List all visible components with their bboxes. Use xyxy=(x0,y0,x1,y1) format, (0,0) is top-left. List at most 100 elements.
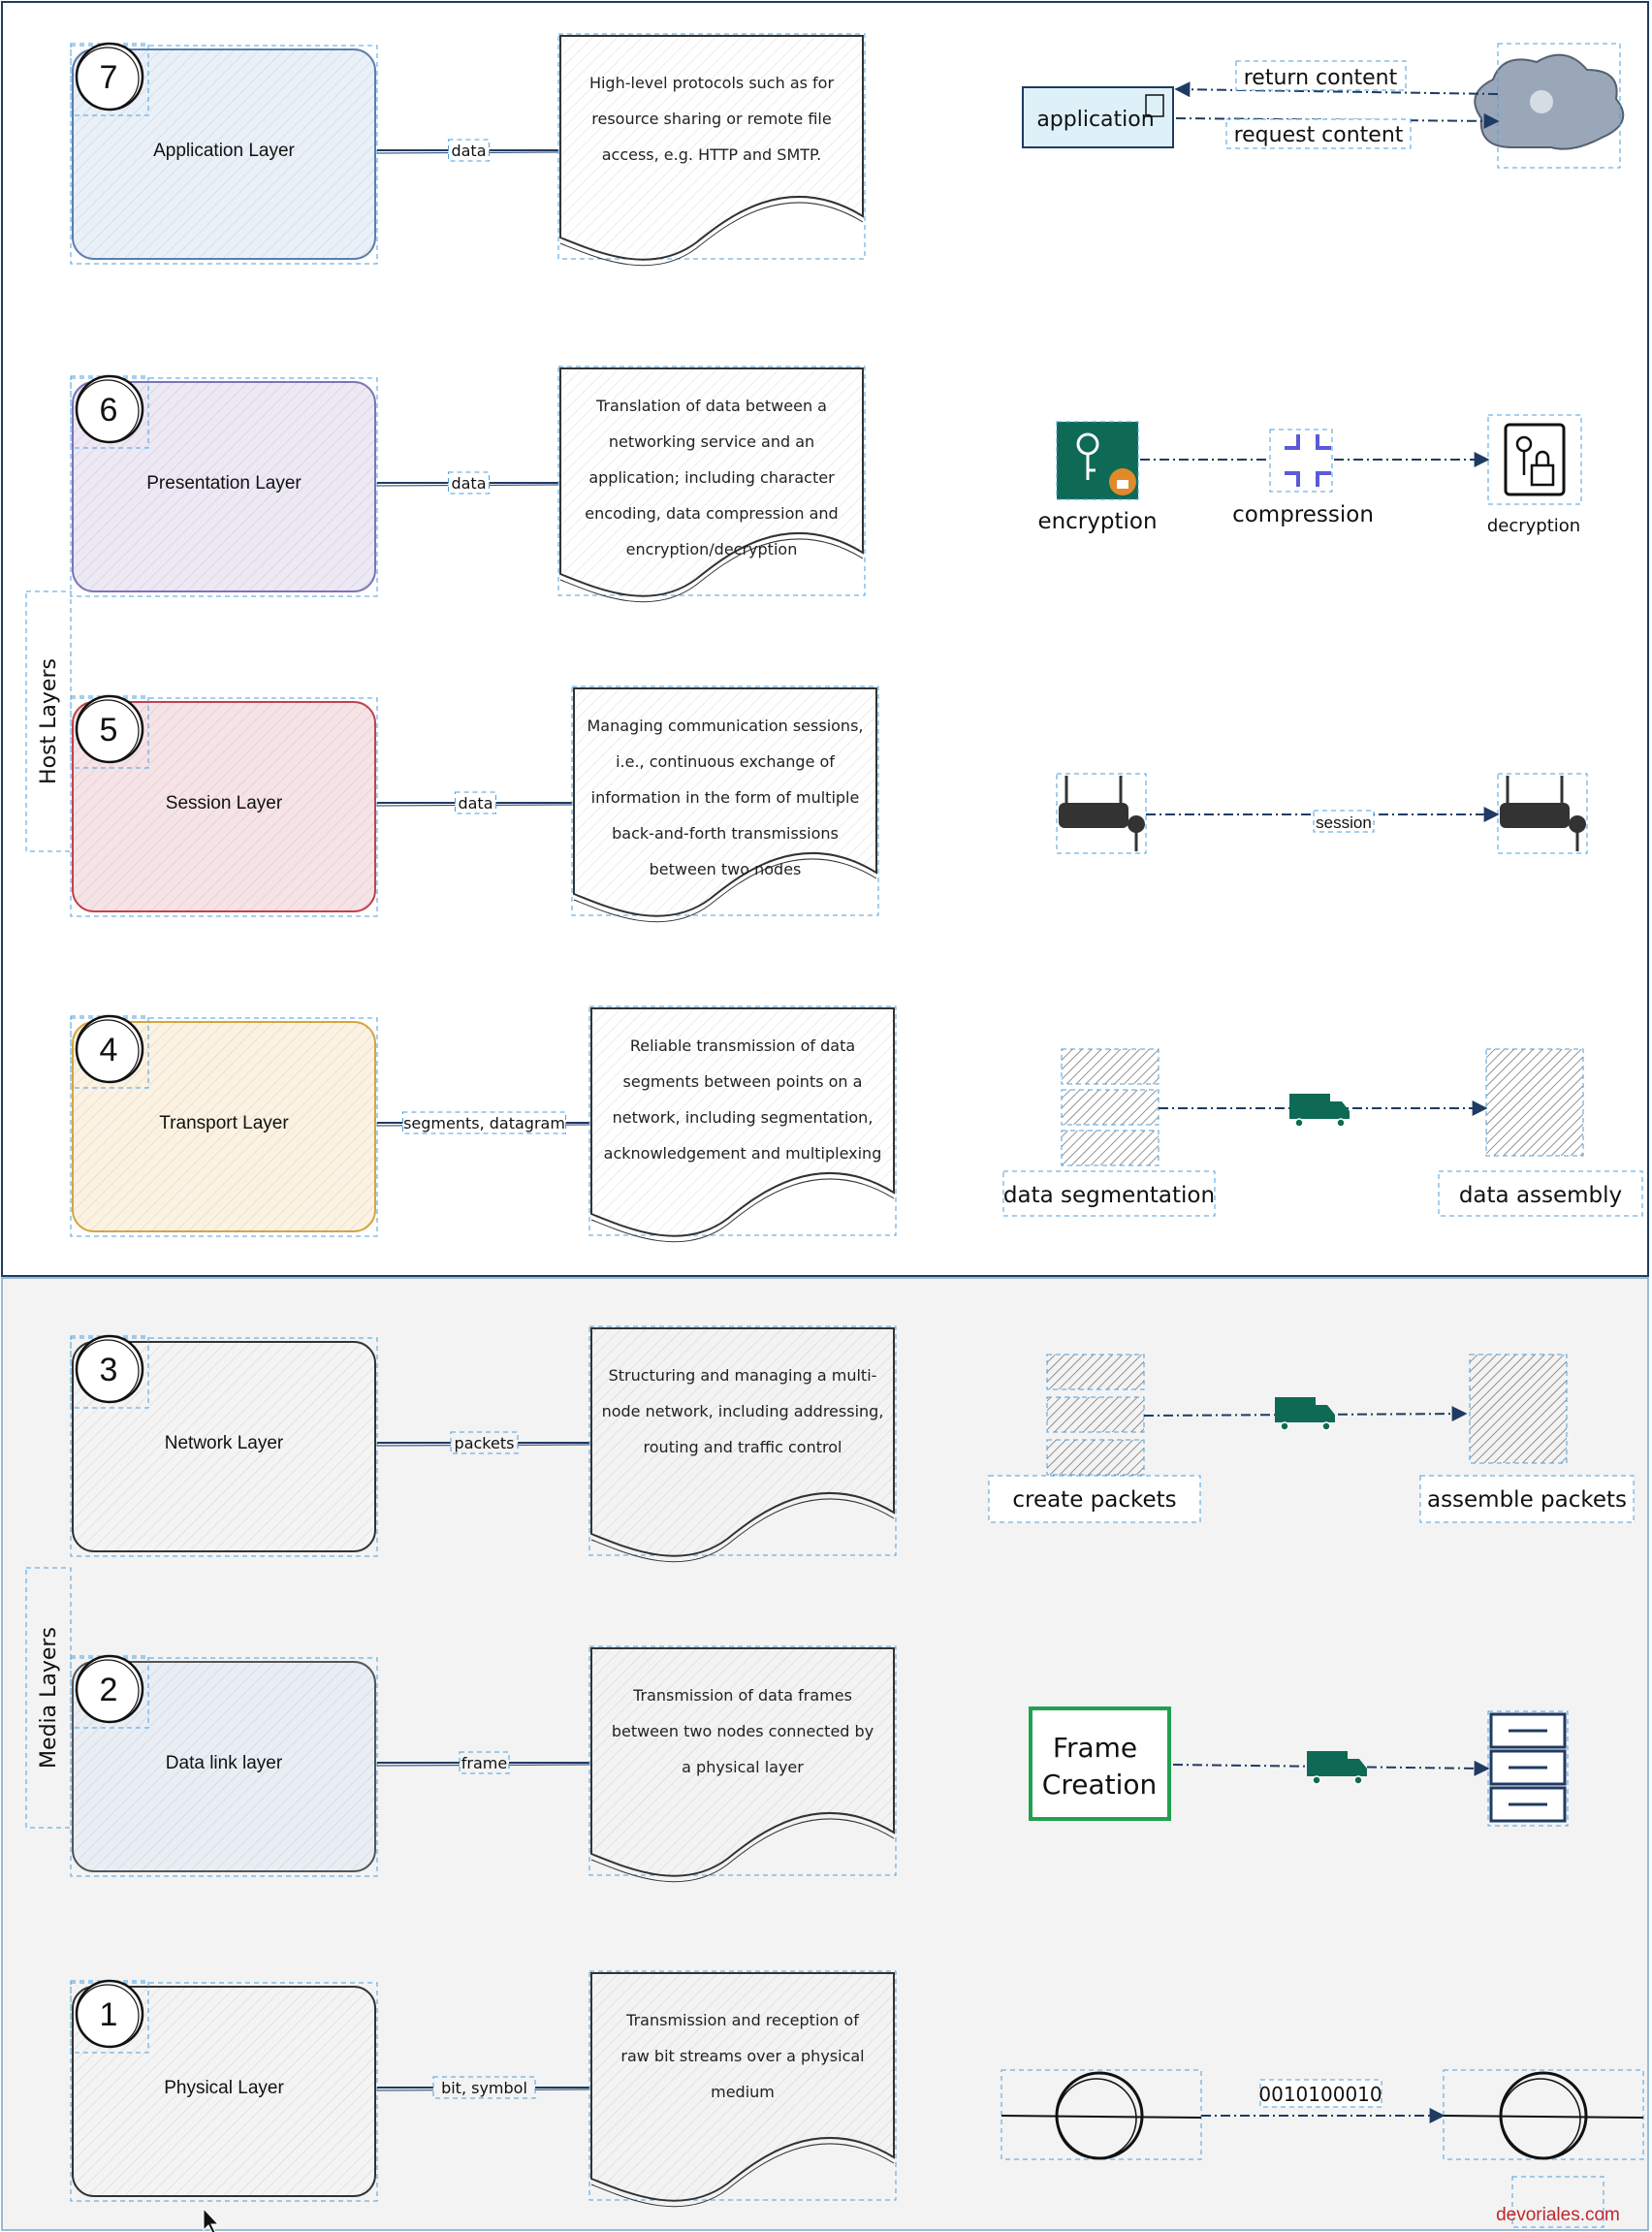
host-layers-label: Host Layers xyxy=(37,658,61,784)
description-select xyxy=(588,1970,897,2201)
assemble-packets-box xyxy=(1419,1475,1635,1523)
lock-badge-body xyxy=(1117,480,1128,489)
assemble-packets-label: assemble packets xyxy=(1427,1487,1627,1513)
connector-label: segments, datagram xyxy=(403,1114,565,1132)
description-line: resource sharing or remote file xyxy=(591,110,831,128)
segment-1 xyxy=(1061,1048,1160,1085)
layer-name: Session Layer xyxy=(166,793,283,813)
bits-label-box xyxy=(1259,2079,1382,2108)
return-arrow xyxy=(1174,81,1499,98)
layer-card-select xyxy=(70,697,378,917)
layer-number: 5 xyxy=(100,712,118,749)
description-document-hatch xyxy=(574,688,876,916)
compression-icon xyxy=(1285,434,1331,487)
segment-2 xyxy=(1061,1089,1160,1126)
description-document-sketch xyxy=(590,2143,895,2208)
cloud-select xyxy=(1497,43,1621,169)
create-packets-label: create packets xyxy=(1012,1487,1176,1513)
description-select xyxy=(588,1325,897,1556)
description-line: between two nodes xyxy=(650,860,802,878)
layer-row: Session Layer 5 data Managing communication… xyxy=(70,686,879,923)
layer-card-select xyxy=(70,1657,378,1877)
connector-label-box xyxy=(402,1111,566,1134)
layer-name: Application Layer xyxy=(153,141,295,161)
description-line: information in the form of multiple xyxy=(591,788,860,807)
description-line: Managing communication sessions, xyxy=(587,717,863,735)
router-right-icon xyxy=(1500,803,1570,828)
layer-number: 1 xyxy=(100,1996,118,2033)
layer-number: 7 xyxy=(100,59,118,96)
compression-icon-select xyxy=(1269,429,1333,493)
layer-name: Physical Layer xyxy=(164,2078,284,2098)
decryption-lock xyxy=(1530,463,1555,487)
description-line: medium xyxy=(711,2083,775,2101)
description-document-sketch xyxy=(590,1818,895,1883)
truck-icon xyxy=(1275,1397,1335,1431)
request-label-box xyxy=(1225,118,1412,149)
layer-number-circle-sketch xyxy=(76,699,140,763)
truck-icon xyxy=(1289,1094,1350,1128)
decryption-icon-select xyxy=(1487,414,1582,505)
datalink-illustration: Frame Creation xyxy=(1029,1706,1569,1827)
packet-1 xyxy=(1046,1354,1145,1390)
layer-card-select xyxy=(70,1017,378,1237)
signal-right-circle-sketch xyxy=(1500,2078,1581,2159)
connector-label-box xyxy=(455,791,496,814)
description-line: access, e.g. HTTP and SMTP. xyxy=(602,145,822,164)
transport-illustration: data segmentation data assembly xyxy=(1002,1048,1643,1217)
truck-icon xyxy=(1307,1751,1367,1785)
compression-label: compression xyxy=(1232,502,1374,527)
packet-3 xyxy=(1046,1439,1145,1476)
connector-label: packets xyxy=(455,1434,515,1452)
application-box[interactable] xyxy=(1022,86,1174,148)
connector-label-box xyxy=(432,2076,536,2099)
data-segmentation-box xyxy=(1002,1170,1216,1217)
layer-number-circle-sketch xyxy=(76,1339,140,1403)
description-line: acknowledgement and multiplexing xyxy=(604,1144,882,1163)
description-line: Transmission of data frames xyxy=(632,1686,852,1705)
description-line: networking service and an xyxy=(609,432,814,451)
connector-label: bit, symbol xyxy=(441,2079,527,2097)
layer-number: 2 xyxy=(100,1672,118,1708)
description-select xyxy=(557,366,866,596)
router-left-icon xyxy=(1059,803,1128,828)
session-label: session xyxy=(1316,813,1372,832)
layer-number-circle-sketch xyxy=(76,47,140,111)
description-line: Translation of data between a xyxy=(595,397,827,415)
router-right-key xyxy=(1569,815,1586,833)
watermark: devoriales.com xyxy=(1496,2205,1620,2225)
layer-card-select xyxy=(70,45,378,265)
cloud-highlight xyxy=(1530,90,1553,113)
description-line: a physical layer xyxy=(682,1758,804,1776)
description-line: raw bit streams over a physical xyxy=(620,2047,864,2065)
connector-label-box xyxy=(448,471,490,494)
description-document-sketch xyxy=(559,538,864,603)
description-line: network, including segmentation, xyxy=(613,1108,874,1127)
layer-name: Transport Layer xyxy=(159,1113,289,1133)
description-line: application; including character xyxy=(588,468,835,487)
layer-number-circle-sketch xyxy=(76,1019,140,1083)
description-line: i.e., continuous exchange of xyxy=(616,752,835,771)
layer-number: 6 xyxy=(100,392,118,429)
signal-right-line xyxy=(1443,2115,1644,2119)
layer-number: 4 xyxy=(100,1032,118,1068)
layer-name: Network Layer xyxy=(165,1433,284,1453)
connector-label: data xyxy=(451,142,486,160)
layer-card-select xyxy=(70,1982,378,2202)
connector-label-box xyxy=(459,1751,510,1774)
description-document-hatch xyxy=(560,368,863,596)
application-box-label: application xyxy=(1036,108,1154,132)
description-line: encryption/decryption xyxy=(626,540,798,558)
signal-left-circle-sketch xyxy=(1056,2078,1137,2159)
application-doc-icon xyxy=(1145,94,1164,117)
segment-3 xyxy=(1061,1130,1160,1166)
connector-label: data xyxy=(458,794,492,813)
description-select xyxy=(557,33,866,260)
media-layers-label: Media Layers xyxy=(37,1627,61,1769)
frame-creation-box xyxy=(1029,1706,1171,1821)
layer-card-select xyxy=(70,377,378,597)
